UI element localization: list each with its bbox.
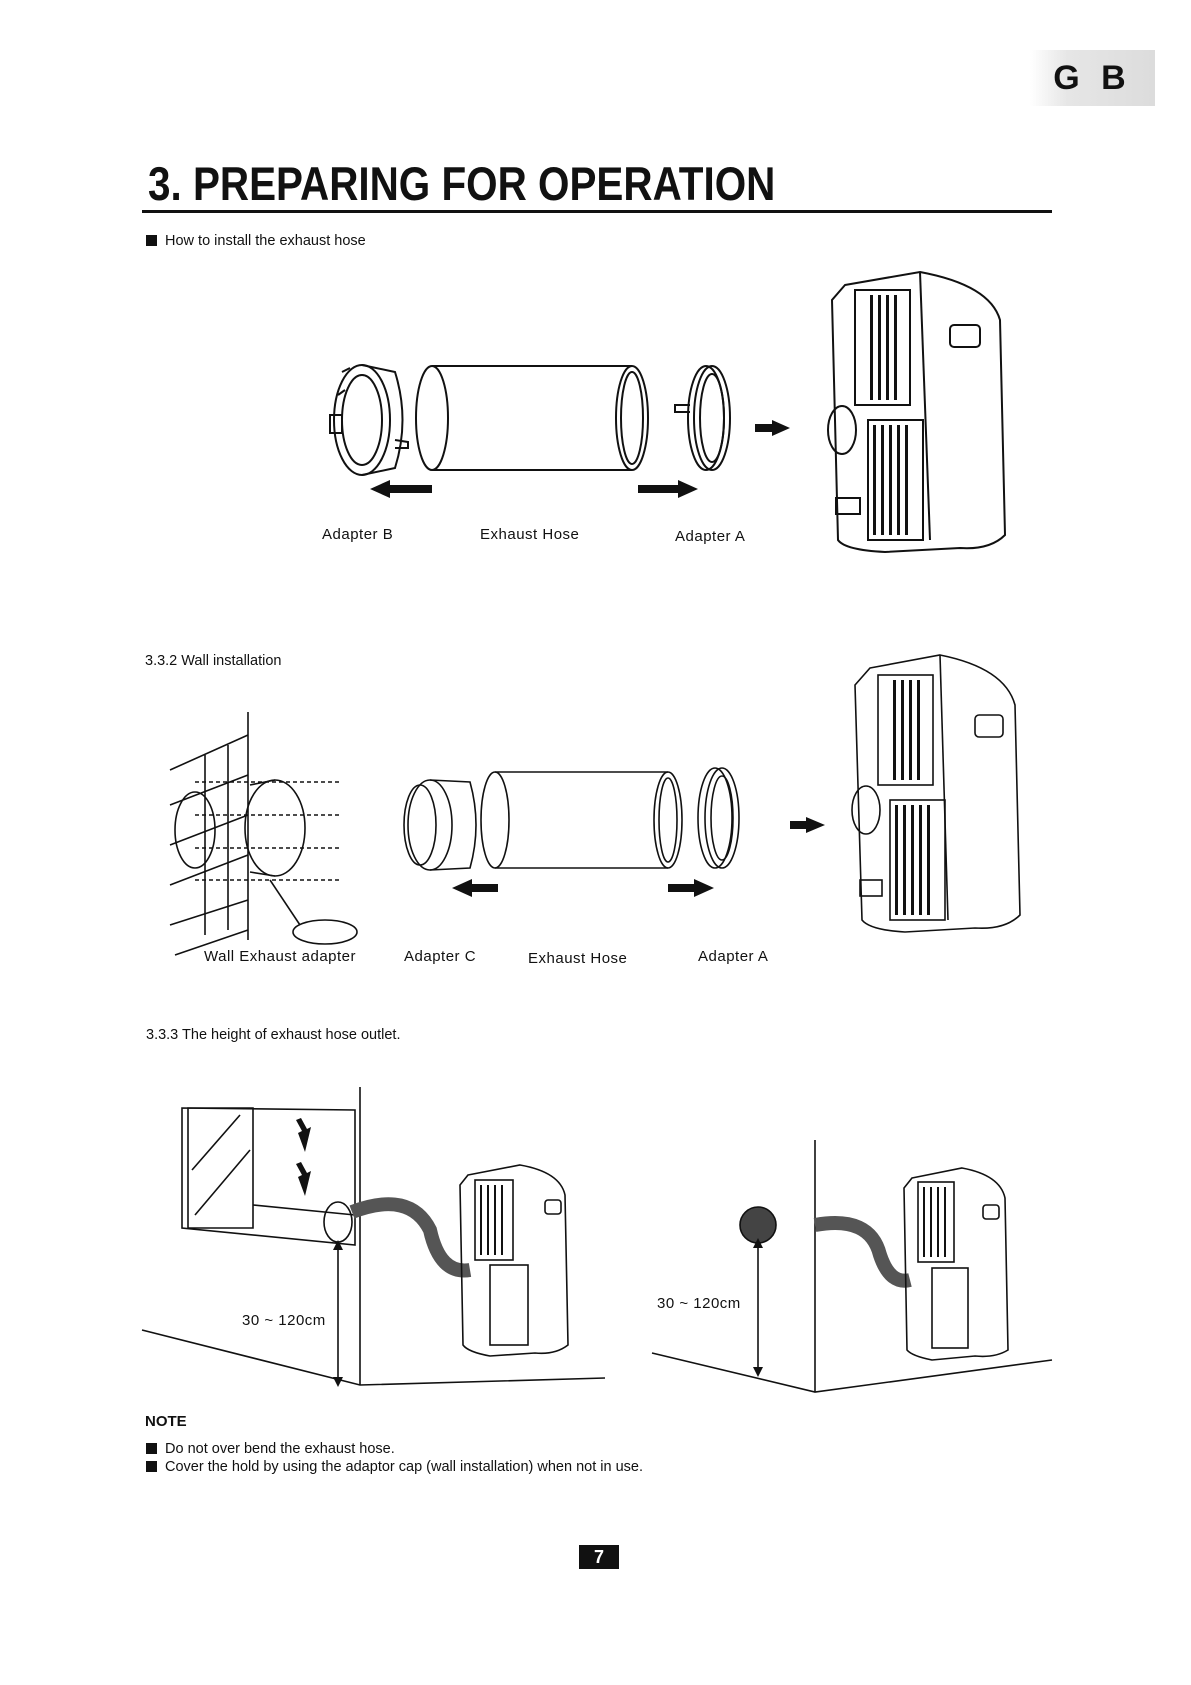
label-exhaust-hose-2: Exhaust Hose [528, 950, 628, 967]
section-3-3-3-heading: 3.3.3 The height of exhaust hose outlet. [146, 1027, 401, 1043]
hose-illustration-right [813, 1216, 912, 1288]
label-wall-exhaust-adapter: Wall Exhaust adapter [204, 948, 357, 965]
arrow-right-icon [638, 480, 698, 498]
ac-unit-illustration-2 [851, 654, 1021, 933]
bullet-square-icon [146, 1443, 157, 1454]
wall-room-illustration [651, 1140, 1053, 1393]
page-number: 7 [579, 1545, 619, 1569]
airflow-arrow-icon [296, 1162, 311, 1196]
label-exhaust-hose: Exhaust Hose [480, 526, 580, 543]
note-item-text: Cover the hold by using the adaptor cap … [165, 1459, 643, 1475]
language-tab: G B [1030, 50, 1155, 106]
arrow-right-icon [755, 420, 790, 436]
arrow-left-icon [370, 480, 432, 498]
adapter-a-illustration [674, 365, 731, 471]
airflow-arrow-icon [296, 1118, 311, 1152]
arrow-right-icon [668, 879, 714, 897]
label-adapter-a-2: Adapter A [698, 948, 769, 965]
intro-bullet: How to install the exhaust hose [146, 233, 366, 249]
note-item-text: Do not over bend the exhaust hose. [165, 1441, 395, 1457]
adapter-b-illustration [329, 364, 409, 476]
wall-exhaust-adapter-illustration [174, 779, 358, 945]
exhaust-hose-illustration-2 [480, 771, 683, 869]
arrow-left-icon [452, 879, 498, 897]
ac-unit-illustration-3 [459, 1164, 569, 1357]
window-room-illustration [141, 1087, 606, 1386]
note-heading: NOTE [145, 1413, 187, 1430]
label-adapter-a: Adapter A [675, 528, 746, 545]
ac-unit-illustration-4 [903, 1167, 1009, 1361]
label-height-left: 30 ~ 120cm [242, 1312, 326, 1329]
adapter-a-illustration-2 [697, 767, 740, 869]
exhaust-hose-illustration [415, 365, 649, 471]
ac-unit-illustration-1 [827, 270, 1007, 554]
arrow-right-icon [790, 817, 825, 833]
note-item: Cover the hold by using the adaptor cap … [146, 1459, 643, 1475]
section-3-3-2-heading: 3.3.2 Wall installation [145, 653, 282, 669]
bullet-square-icon [146, 1461, 157, 1472]
hose-illustration-left [349, 1197, 472, 1278]
label-adapter-c: Adapter C [404, 948, 477, 965]
bullet-square-icon [146, 235, 157, 246]
title-divider [142, 210, 1052, 213]
label-height-right: 30 ~ 120cm [657, 1295, 741, 1312]
intro-bullet-text: How to install the exhaust hose [165, 233, 366, 249]
label-adapter-b: Adapter B [322, 526, 394, 543]
note-item: Do not over bend the exhaust hose. [146, 1441, 395, 1457]
wall-illustration [169, 712, 249, 956]
adapter-c-illustration [403, 779, 477, 871]
page-title: 3. PREPARING FOR OPERATION [148, 157, 776, 210]
